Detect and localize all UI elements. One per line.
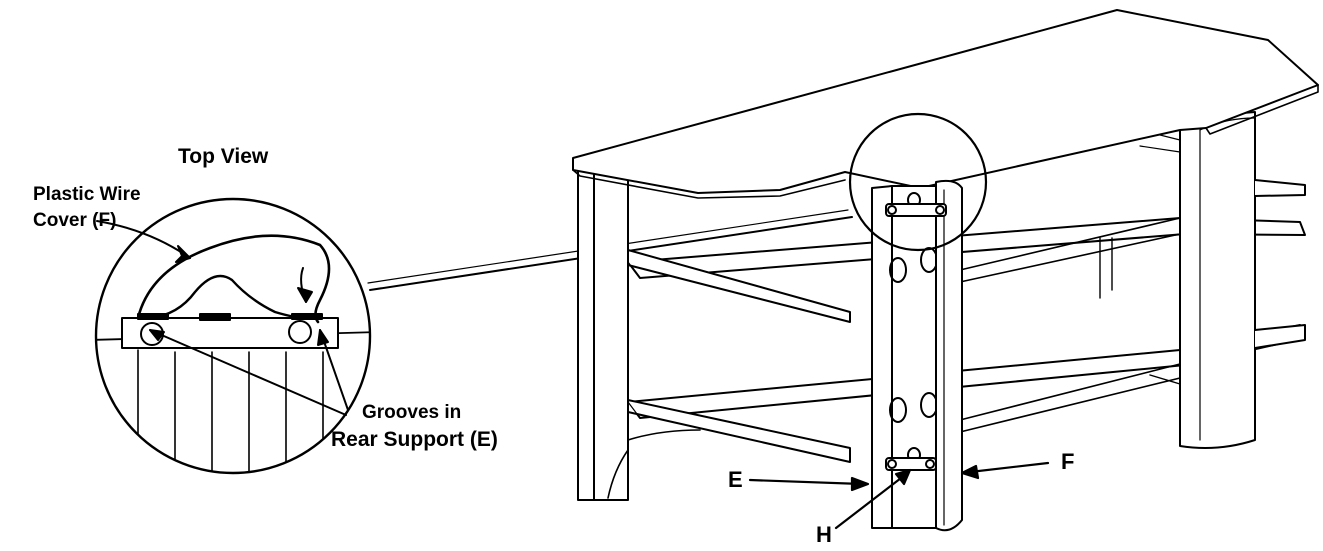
top-view-title: Top View xyxy=(178,145,269,168)
clip-top xyxy=(885,203,947,217)
arrow-h xyxy=(834,473,907,530)
detail-top-view xyxy=(94,197,372,475)
detail-wire-cover xyxy=(136,234,331,324)
arrow-f xyxy=(968,461,1050,474)
grooves-label-1: Grooves in xyxy=(362,402,462,423)
part-f-label: F xyxy=(1061,449,1075,474)
tv-stand xyxy=(572,9,1319,532)
zoom-circle xyxy=(848,112,988,252)
part-h-label: H xyxy=(816,522,832,547)
left-panel xyxy=(577,167,595,501)
top-surface xyxy=(572,9,1319,194)
grooves-label-2: Rear Support (E) xyxy=(331,428,498,451)
rear-support-e xyxy=(871,185,893,529)
wire-cover-f xyxy=(935,179,963,532)
plastic-wire-cover-label-1: Plastic Wire xyxy=(33,184,141,205)
arrow-e xyxy=(748,478,864,486)
part-e-label: E xyxy=(728,467,743,492)
detail-circle xyxy=(94,197,372,475)
right-post xyxy=(1179,111,1256,449)
plastic-wire-cover-label-2: Cover (F) xyxy=(33,210,117,231)
part-arrows xyxy=(748,461,1050,530)
